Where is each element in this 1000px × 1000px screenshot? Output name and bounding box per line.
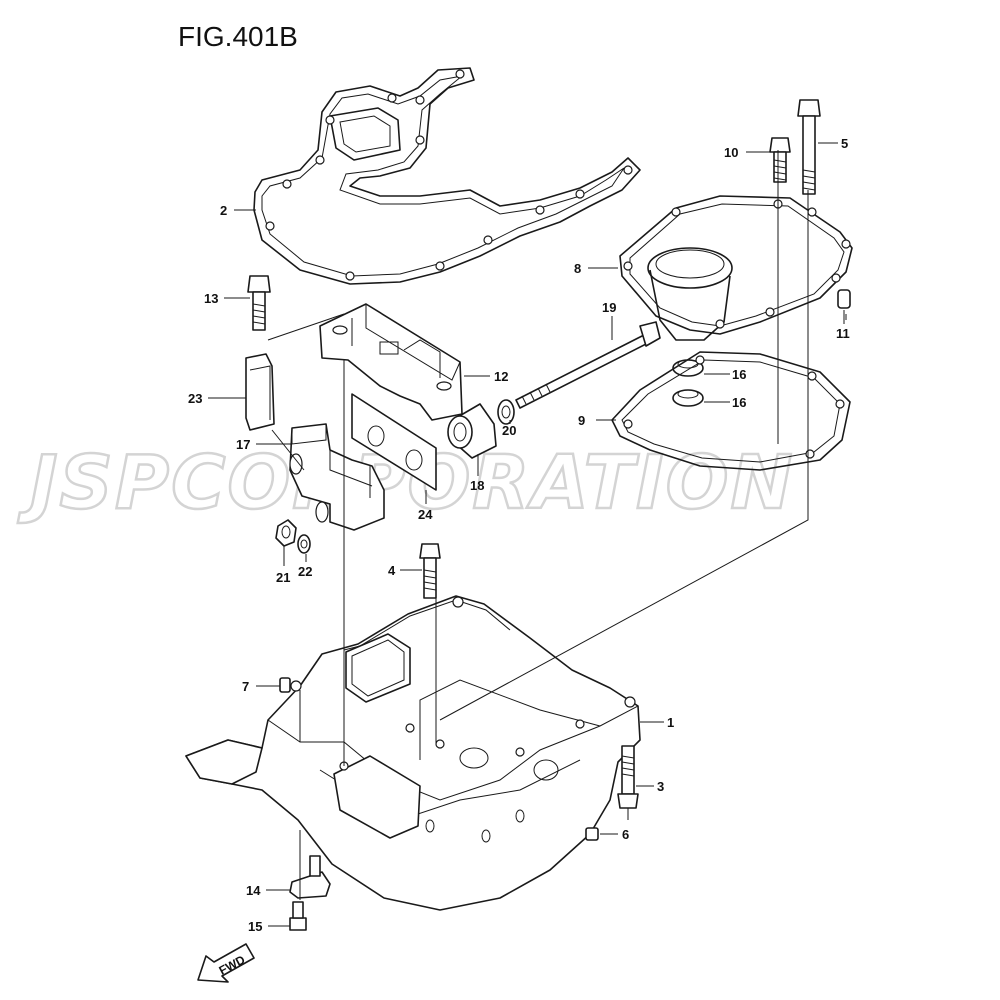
part-8-cover bbox=[619, 195, 853, 341]
part-1-housing bbox=[185, 595, 641, 911]
callout-21: 21 bbox=[276, 570, 290, 585]
part-15-bolt bbox=[289, 901, 307, 931]
callout-12: 12 bbox=[494, 369, 508, 384]
callout-20: 20 bbox=[502, 423, 516, 438]
part-12-bracket bbox=[319, 303, 463, 421]
callout-11: 11 bbox=[836, 326, 850, 341]
callouts: 1 2 3 4 5 6 7 8 9 10 11 12 13 14 15 16 1… bbox=[188, 136, 850, 934]
callout-18: 18 bbox=[470, 478, 484, 493]
callout-4: 4 bbox=[388, 563, 396, 578]
callout-17: 17 bbox=[236, 437, 250, 452]
part-23-plate bbox=[245, 353, 275, 431]
callout-22: 22 bbox=[298, 564, 312, 579]
part-19-bolt bbox=[515, 321, 661, 409]
callout-3: 3 bbox=[657, 779, 664, 794]
callout-16-lower: 16 bbox=[732, 395, 746, 410]
part-4-bolt bbox=[419, 543, 441, 599]
part-20-washer bbox=[497, 399, 515, 425]
guide-lines bbox=[267, 150, 847, 900]
callout-5: 5 bbox=[841, 136, 848, 151]
callout-7: 7 bbox=[242, 679, 249, 694]
part-5-bolt bbox=[797, 99, 821, 195]
part-7-dowel bbox=[279, 677, 291, 693]
part-9-gasket bbox=[611, 351, 851, 471]
callout-15: 15 bbox=[248, 919, 262, 934]
part-14-pipe bbox=[289, 855, 331, 899]
part-17-bracket bbox=[289, 423, 385, 531]
figure-title: FIG.401B bbox=[178, 21, 298, 52]
callout-6: 6 bbox=[622, 827, 629, 842]
part-13-bolt bbox=[247, 275, 271, 331]
callout-24: 24 bbox=[418, 507, 433, 522]
part-11-dowel bbox=[837, 289, 851, 309]
callout-9: 9 bbox=[578, 413, 585, 428]
part-3-bolt bbox=[617, 745, 639, 809]
part-18-bushing bbox=[447, 403, 497, 459]
part-24-plate bbox=[351, 393, 437, 491]
part-6-dowel bbox=[585, 827, 599, 841]
part-2-gasket bbox=[253, 67, 641, 285]
callout-2: 2 bbox=[220, 203, 227, 218]
callout-1: 1 bbox=[667, 715, 674, 730]
leader-lines bbox=[208, 142, 845, 927]
callout-10: 10 bbox=[724, 145, 738, 160]
callout-14: 14 bbox=[246, 883, 261, 898]
callout-13: 13 bbox=[204, 291, 218, 306]
callout-16-upper: 16 bbox=[732, 367, 746, 382]
fwd-arrow: FWD bbox=[197, 943, 255, 983]
part-22-washer bbox=[297, 534, 311, 554]
part-21-nut bbox=[275, 519, 297, 547]
callout-19: 19 bbox=[602, 300, 616, 315]
callout-8: 8 bbox=[574, 261, 581, 276]
callout-23: 23 bbox=[188, 391, 202, 406]
part-10-bolt bbox=[769, 137, 791, 183]
